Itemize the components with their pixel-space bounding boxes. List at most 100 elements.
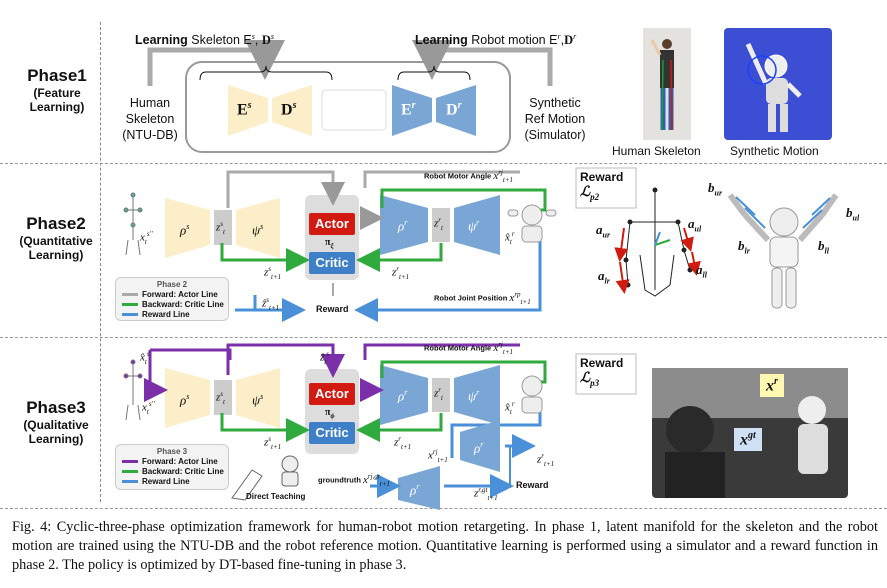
phase2-legend: Phase 2 Forward: Actor Line Backward: Cr… (115, 277, 229, 321)
decoder-ds (272, 85, 312, 136)
decoder-ds-label: Ds (281, 100, 297, 119)
p2-z-s: zst (216, 220, 225, 236)
phase1-learning-robot: Learning Robot motion Er,Dr (415, 32, 577, 48)
p3-psi-s: ψs (252, 392, 264, 408)
body-vector-diagram (614, 187, 701, 297)
p3-z-s-next: zst+1 (264, 435, 282, 451)
photo-human-caption: Human Skeleton (612, 144, 701, 158)
label-a-ur: aur (596, 222, 611, 240)
phase3-legend-title: Phase 3 (156, 447, 188, 456)
p3-xhat-s: x̂ts (140, 350, 150, 366)
photo-label-xgt: xgt (734, 428, 762, 452)
label-a-lr: alr (598, 268, 610, 286)
p2-psi-r: ψr (468, 218, 480, 234)
phase2-reward-box: Reward ℒp2 (580, 170, 624, 202)
encoder-es-label: Es (237, 100, 252, 119)
p3-motor-angle: Robot Motor Angle xrjt+1 (424, 340, 514, 356)
figure-caption: Fig. 4: Cyclic-three-phase optimization … (12, 519, 878, 573)
phase3-subtitle-2: Learning) (28, 432, 84, 446)
label-a-ll: all (696, 262, 707, 280)
label-b-ur: bur (708, 180, 723, 198)
encoder-er-label: Er (401, 100, 416, 119)
decoder-dr-label: Dr (446, 100, 462, 119)
p3-z-r-out: zrt+1 (537, 452, 555, 468)
p2-z-r-next: zrt+1 (392, 265, 410, 281)
phase3-legend-backward: Backward: Critic Line (122, 467, 228, 476)
phase2-label: Phase2 (Quantitative Learning) (6, 214, 106, 262)
phase-divider-vertical (100, 22, 101, 502)
photo-label-xr: xr (760, 374, 784, 398)
encoder-er (392, 85, 432, 136)
phase3-actor: Actor (309, 383, 355, 405)
p3-rho-r-mid: ρr (474, 440, 484, 456)
p3-groundtruth: groundtruth xrj,gtt+1 (318, 472, 390, 488)
p2-rho-r: ρr (398, 218, 408, 234)
human-skeleton-source: Human Skeleton (NTU-DB) (122, 96, 178, 142)
synthetic-robot (745, 42, 802, 132)
phase-separator-3 (0, 508, 887, 509)
latent-box (321, 89, 387, 131)
p3-xhat-r: x̂tr (505, 400, 515, 416)
p3-rho-r-gt: ρr (410, 482, 420, 498)
label-b-lr: blr (738, 238, 750, 256)
phase-separator-1 (0, 163, 887, 164)
phase2-legend-title: Phase 2 (156, 280, 188, 289)
p3-rho-r: ρr (398, 388, 408, 404)
phase1-title: Phase1 (27, 66, 87, 85)
label-b-ul: bul (846, 205, 860, 223)
phase3-label: Phase3 (Qualitative Learning) (8, 398, 104, 446)
decoder-dr (436, 85, 476, 136)
robot-vector-diagram (727, 193, 839, 309)
p3-z-r-next: zrt+1 (394, 435, 412, 451)
phase-separator-2 (0, 337, 887, 338)
p3-x-s: xts'' (142, 400, 155, 416)
p3-zhat-s: ẑts (320, 350, 329, 366)
encoder-es (228, 85, 268, 136)
p3-z-rgt: zr,gtt+1 (474, 486, 498, 502)
p2-x-s: xts'' (140, 230, 153, 246)
p3-direct-teaching: Direct Teaching (246, 492, 306, 501)
phase2-title: Phase2 (26, 214, 86, 233)
phase3-pi: πϕ (325, 407, 335, 420)
phase1-diagram (147, 40, 553, 153)
phase3-critic: Critic (309, 422, 355, 444)
p2-xhat-r: x̂tr (505, 230, 515, 246)
phase2-critic: Critic (309, 252, 355, 274)
p3-reward-node: Reward (516, 480, 549, 490)
phase2-pi: πξ (325, 237, 334, 250)
p2-reward-node: Reward (316, 304, 349, 314)
phase3-title: Phase3 (26, 398, 86, 417)
phase2-legend-reward: Reward Line (122, 310, 228, 319)
phase3-legend-forward: Forward: Actor Line (122, 457, 228, 466)
phase2-actor: Actor (309, 213, 355, 235)
phase3-subtitle-1: (Qualitative (23, 418, 89, 432)
p2-psi-s: ψs (252, 222, 264, 238)
p3-z-s: zst (216, 390, 225, 406)
p3-z-r: zrt (434, 386, 443, 402)
phase1-learning-skeleton: Learning Skeleton Es, Ds (135, 32, 274, 48)
phase2-legend-backward: Backward: Critic Line (122, 300, 228, 309)
phase2-legend-forward: Forward: Actor Line (122, 290, 228, 299)
p2-z-s-next: zst+1 (264, 265, 282, 281)
photo-synthetic-caption: Synthetic Motion (730, 144, 819, 158)
p3-psi-r: ψr (468, 388, 480, 404)
phase1-subtitle-2: Learning) (29, 100, 85, 114)
p2-rho-s: ρs (180, 222, 190, 238)
phase1-subtitle-1: (Feature (33, 86, 81, 100)
p2-motor-angle: Robot Motor Angle xrjt+1 (424, 168, 514, 184)
human-figure (650, 39, 674, 131)
label-a-ul: aul (688, 216, 702, 234)
synthetic-source: Synthetic Ref Motion (Simulator) (524, 96, 586, 142)
phase1-label: Phase1 (Feature Learning) (14, 66, 100, 114)
phase2-subtitle-2: Learning) (28, 248, 84, 262)
p3-rho-s: ρs (180, 392, 190, 408)
phase3-legend-reward: Reward Line (122, 477, 228, 486)
phase2-subtitle-1: (Quantitative (19, 234, 93, 248)
phase3-legend: Phase 3 Forward: Actor Line Backward: Cr… (115, 444, 229, 490)
label-b-ll: bll (818, 238, 829, 256)
phase3-reward-box: Reward ℒp3 (580, 356, 624, 388)
p2-z-r: zrt (434, 216, 443, 232)
p2-joint-position: Robot Joint Position xrpt+1 (434, 290, 531, 306)
teaching-scene (652, 368, 848, 498)
p3-x-rj: xrjt+1 (428, 448, 448, 464)
